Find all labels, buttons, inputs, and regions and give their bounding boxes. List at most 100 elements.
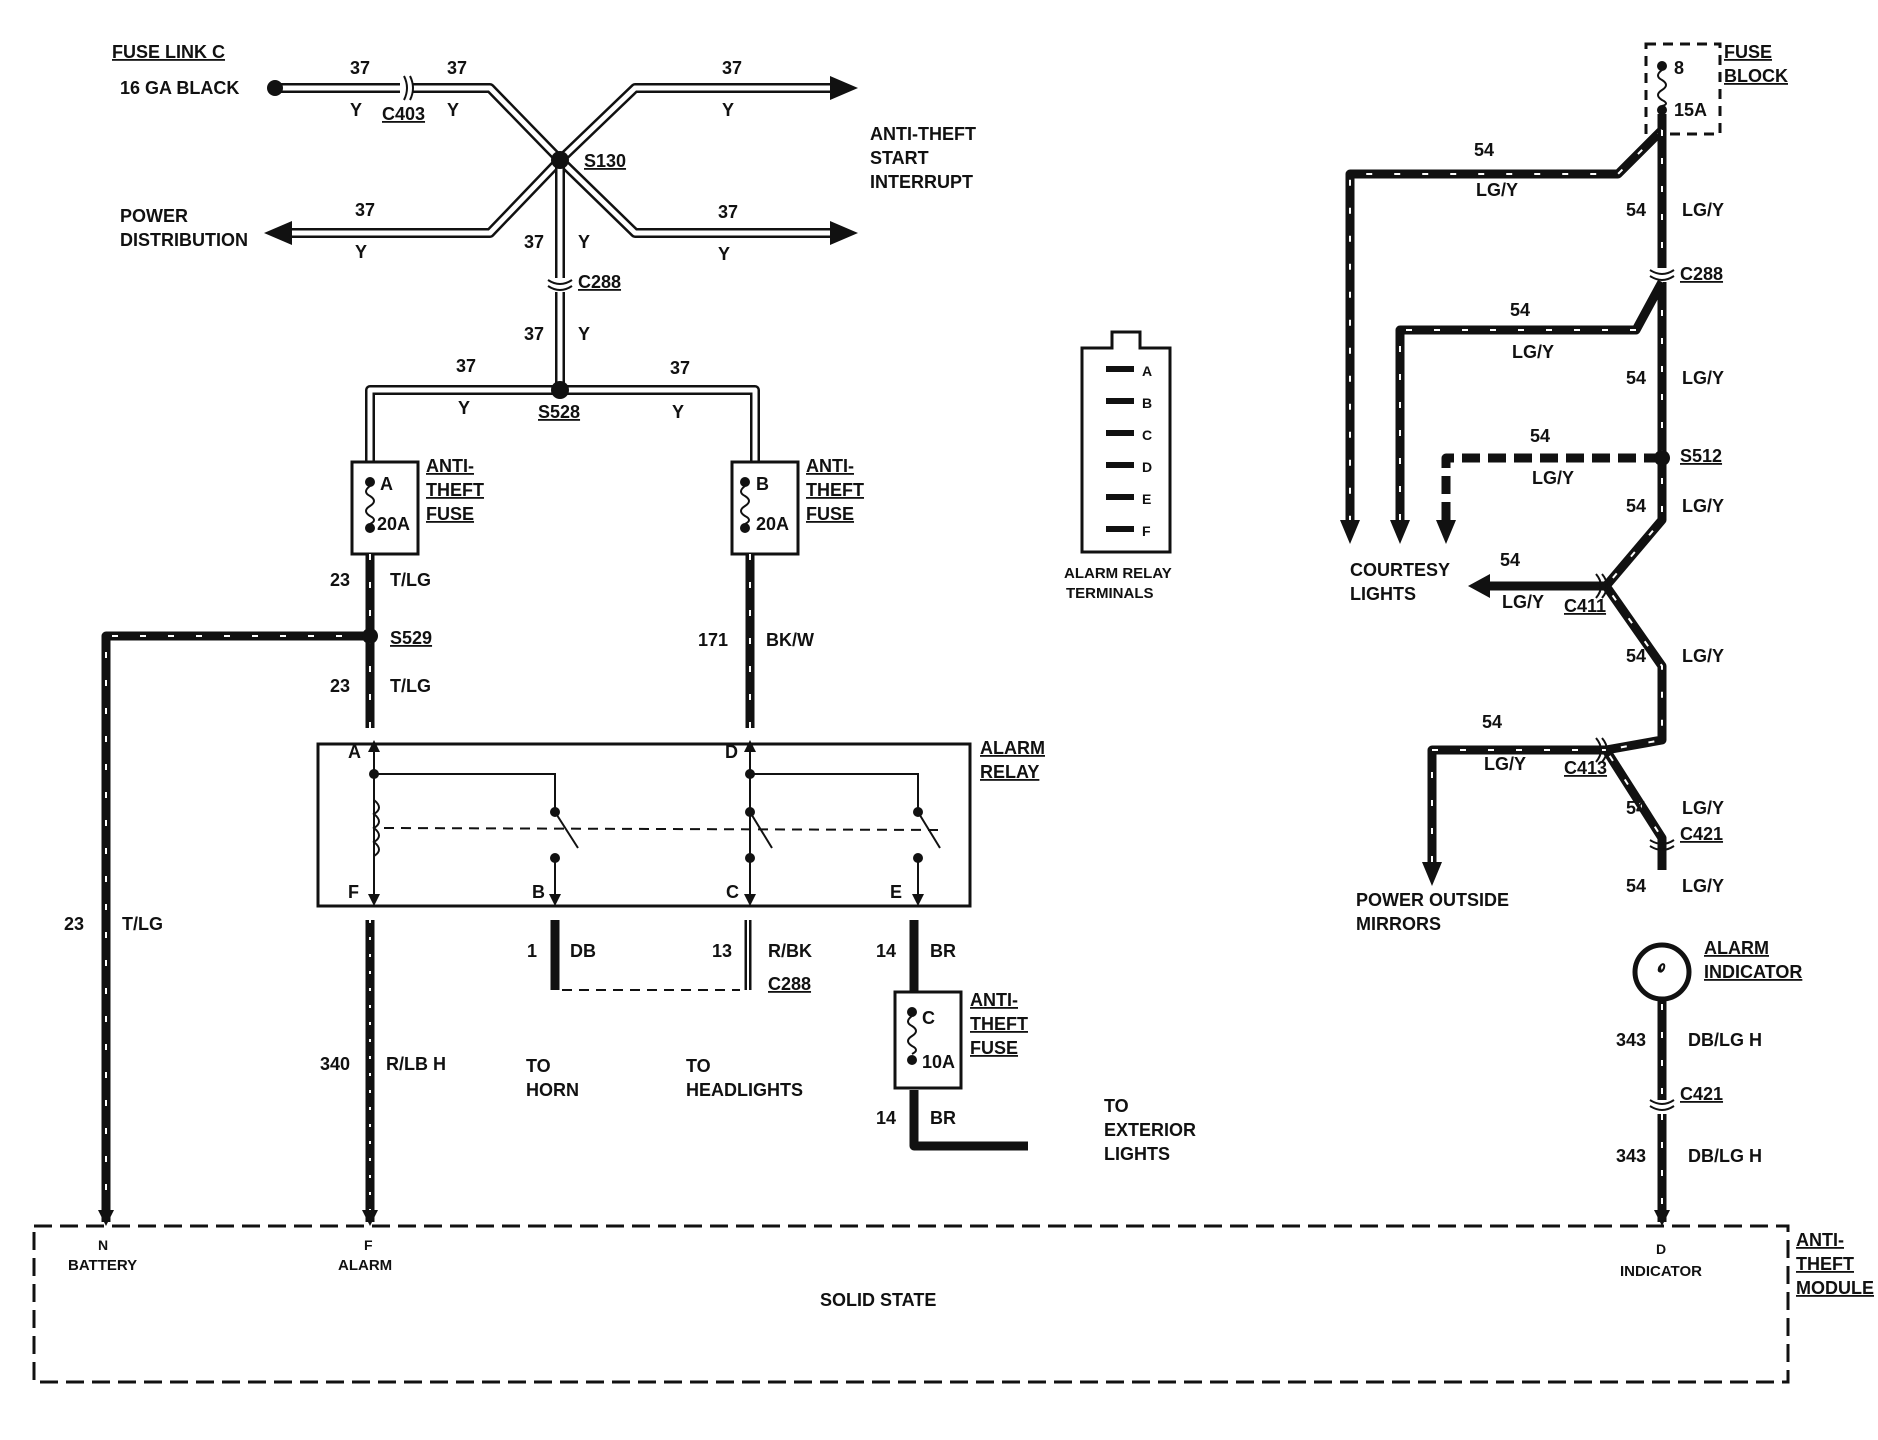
connector-c413-symbol bbox=[1595, 737, 1608, 763]
circuit-label: 37 bbox=[670, 358, 690, 378]
arrows-circuit-37 bbox=[264, 76, 858, 245]
color-label: DB/LG H bbox=[1688, 1030, 1762, 1050]
color-label: LG/Y bbox=[1532, 468, 1574, 488]
color-label: Y bbox=[578, 324, 590, 344]
destination-exterior-lights: LIGHTS bbox=[1104, 1144, 1170, 1164]
module-pin-name: BATTERY bbox=[68, 1257, 137, 1274]
arrows-circuit-54 bbox=[1340, 520, 1490, 886]
color-label: LG/Y bbox=[1512, 342, 1554, 362]
connector-c421-label: C421 bbox=[1680, 824, 1723, 844]
splice-s130-label: S130 bbox=[584, 151, 626, 171]
module-pin-name: INDICATOR bbox=[1620, 1263, 1702, 1280]
fuse-block-label: BLOCK bbox=[1724, 66, 1788, 86]
circuit-label: 23 bbox=[330, 570, 350, 590]
circuit-label: 37 bbox=[355, 200, 375, 220]
circuit-label: 37 bbox=[447, 58, 467, 78]
connector-c288-label: C288 bbox=[1680, 264, 1723, 284]
color-label: LG/Y bbox=[1502, 592, 1544, 612]
color-label: LG/Y bbox=[1682, 646, 1724, 666]
circuit-37-wiring bbox=[275, 83, 830, 502]
color-label: T/LG bbox=[390, 676, 431, 696]
circuit-label: 54 bbox=[1626, 200, 1646, 220]
circuit-label: 54 bbox=[1474, 140, 1494, 160]
fuse-terminal: 8 bbox=[1674, 58, 1684, 78]
destination-horn: HORN bbox=[526, 1080, 579, 1100]
anti-theft-fuse-b: B 20A bbox=[730, 460, 800, 556]
color-label: R/BK bbox=[768, 941, 812, 961]
circuit-label: 23 bbox=[64, 914, 84, 934]
fuse-b-label: THEFT bbox=[806, 480, 864, 500]
anti-theft-fuse-c: C 10A bbox=[893, 990, 963, 1090]
anti-theft-module bbox=[32, 1210, 1790, 1384]
splice-s130 bbox=[551, 151, 569, 169]
circuit-label: 171 bbox=[698, 630, 728, 650]
alarm-relay-label: RELAY bbox=[980, 762, 1039, 782]
connector-c403-symbol bbox=[403, 75, 414, 101]
circuit-label: 340 bbox=[320, 1054, 350, 1074]
relay-terminals-caption: TERMINALS bbox=[1066, 585, 1154, 602]
fuse-b-label: FUSE bbox=[806, 504, 854, 524]
module-label: MODULE bbox=[1796, 1278, 1874, 1298]
fuse-block: 8 15A bbox=[1644, 42, 1722, 136]
circuit-label: 14 bbox=[876, 1108, 896, 1128]
splice-s529 bbox=[362, 628, 378, 644]
fuse-a-label: FUSE bbox=[426, 504, 474, 524]
circuit-label: 54 bbox=[1626, 876, 1646, 896]
alarm-indicator-lamp bbox=[1632, 942, 1692, 1002]
destination-power-distribution: DISTRIBUTION bbox=[120, 230, 248, 250]
circuit-label: 343 bbox=[1616, 1030, 1646, 1050]
color-label: T/LG bbox=[122, 914, 163, 934]
module-pin-label: F bbox=[364, 1237, 373, 1253]
connector-c288-top-symbol bbox=[547, 279, 573, 291]
color-label: BR bbox=[930, 1108, 956, 1128]
color-label: Y bbox=[722, 100, 734, 120]
module-pin-label: N bbox=[98, 1237, 108, 1253]
circuit-label: 14 bbox=[876, 941, 896, 961]
module-label: THEFT bbox=[1796, 1254, 1854, 1274]
fuse-rating: 10A bbox=[922, 1052, 955, 1072]
alarm-relay bbox=[316, 740, 972, 908]
fuse-terminal: C bbox=[922, 1008, 935, 1028]
circuit-label: 54 bbox=[1510, 300, 1530, 320]
color-label: LG/Y bbox=[1484, 754, 1526, 774]
relay-pin-label: E bbox=[1142, 491, 1151, 507]
connector-c421-symbol bbox=[1649, 839, 1675, 851]
circuit-label: 37 bbox=[718, 202, 738, 222]
splice-s512 bbox=[1654, 450, 1670, 466]
fuse-link-title: FUSE LINK C bbox=[112, 42, 225, 62]
splice-s529-label: S529 bbox=[390, 628, 432, 648]
color-label: DB bbox=[570, 941, 596, 961]
connector-c413-label: C413 bbox=[1564, 758, 1607, 778]
fuse-terminal: B bbox=[756, 474, 769, 494]
relay-terminals-caption: ALARM RELAY bbox=[1064, 565, 1172, 582]
destination-courtesy-lights: LIGHTS bbox=[1350, 584, 1416, 604]
destination-anti-theft: INTERRUPT bbox=[870, 172, 973, 192]
color-label: Y bbox=[447, 100, 459, 120]
circuit-label: 37 bbox=[524, 232, 544, 252]
splice-s512-label: S512 bbox=[1680, 446, 1722, 466]
relay-pin-label: F bbox=[1142, 523, 1151, 539]
circuit-label: 54 bbox=[1626, 496, 1646, 516]
fuse-c-label: THEFT bbox=[970, 1014, 1028, 1034]
relay-terminal-label: A bbox=[348, 742, 361, 762]
alarm-relay-terminals-connector bbox=[1080, 330, 1172, 554]
circuit-label: 54 bbox=[1626, 646, 1646, 666]
connector-c411-label: C411 bbox=[1564, 596, 1606, 616]
fuse-block-label: FUSE bbox=[1724, 42, 1772, 62]
destination-power-distribution: POWER bbox=[120, 206, 188, 226]
color-label: Y bbox=[350, 100, 362, 120]
connector-c411-symbol bbox=[1595, 573, 1608, 599]
relay-pin-label: B bbox=[1142, 395, 1152, 411]
fuse-c-label: FUSE bbox=[970, 1038, 1018, 1058]
fuse-rating: 15A bbox=[1674, 100, 1707, 120]
splice-s528 bbox=[551, 381, 569, 399]
destination-exterior-lights: EXTERIOR bbox=[1104, 1120, 1196, 1140]
circuit-1-and-13-wiring bbox=[550, 920, 752, 991]
alarm-indicator-label: INDICATOR bbox=[1704, 962, 1802, 982]
connector-c403-label: C403 bbox=[382, 104, 425, 124]
color-label: LG/Y bbox=[1682, 876, 1724, 896]
destination-exterior-lights: TO bbox=[1104, 1096, 1129, 1116]
color-label: LG/Y bbox=[1682, 798, 1724, 818]
module-pin-name: ALARM bbox=[338, 1257, 392, 1274]
